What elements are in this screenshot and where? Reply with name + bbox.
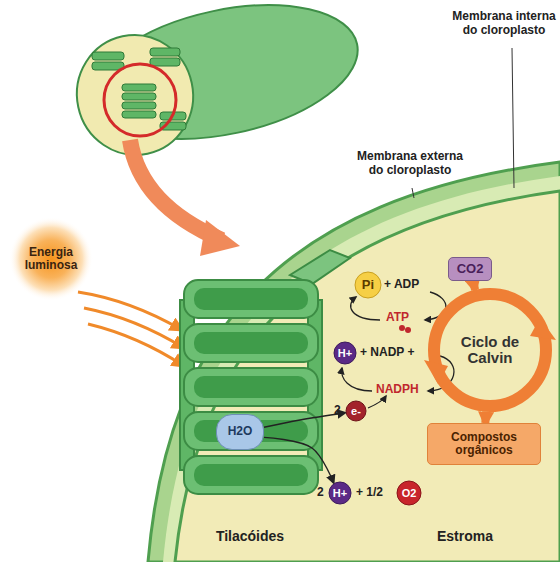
molecule-label: + NADP +: [360, 346, 440, 360]
node-outline: [329, 482, 351, 504]
atp-dots: [399, 325, 411, 333]
node-text: Ciclo de Calvin: [450, 334, 530, 367]
coefficient: 2: [334, 404, 346, 418]
molecule-box: CO2: [448, 257, 492, 281]
connector-arrow: [481, 412, 490, 423]
ring-arrow-head: [530, 318, 556, 340]
phosphate-circle: Pi: [354, 271, 382, 299]
light-source: Energia luminosa: [8, 216, 94, 302]
leader-line: [512, 48, 514, 188]
chloroplast-3d: [66, 0, 370, 166]
leader-line: [412, 188, 414, 198]
zoom-arrow-head: [200, 220, 240, 256]
electron-circle: e-: [345, 400, 367, 422]
cycle-label: Ciclo de Calvin: [428, 288, 552, 412]
proton-circle: H+: [328, 481, 352, 505]
node-text: e-: [351, 405, 361, 417]
region-name: Estroma: [420, 528, 510, 544]
connector-arrow: [264, 413, 345, 427]
node-text: Energia luminosa: [8, 246, 94, 272]
coefficient: + 1/2: [356, 486, 396, 500]
region-name: Tilacóides: [200, 528, 300, 544]
proton-circle: H+: [333, 341, 357, 365]
intermembrane-space: [163, 176, 560, 562]
molecule-label: + ADP: [384, 278, 434, 292]
node-outline: [9, 217, 93, 301]
outer-membrane: [148, 162, 560, 562]
thylakoid-stack: [180, 250, 350, 494]
node-outline: [355, 272, 381, 298]
molecule-label: ATP: [386, 311, 426, 325]
node-text: Compostos orgânicos: [428, 431, 540, 457]
node-text: H+: [333, 487, 347, 499]
calvin-ring: [434, 294, 546, 406]
node-outline: [429, 289, 551, 411]
part-name: Membrana externa do cloroplasto: [352, 150, 468, 178]
node-outline: [334, 342, 356, 364]
connector-arrow: [264, 437, 334, 482]
node-text: H2O: [228, 425, 253, 438]
ring-arrow-head: [424, 360, 448, 384]
product-box: Compostos orgânicos: [427, 423, 541, 465]
part-name: Membrana interna do cloroplasto: [452, 10, 556, 38]
node-text: O2: [402, 487, 417, 499]
molecule-label: NADPH: [376, 383, 436, 397]
light-rays: [78, 292, 184, 366]
node-text: CO2: [457, 262, 484, 276]
node-outline: [346, 401, 366, 421]
node-text: H+: [338, 347, 352, 359]
oxygen-circle: O2: [396, 480, 422, 506]
inner-membrane: [175, 191, 560, 562]
node-outline: [397, 481, 421, 505]
water-blob: H2O: [216, 414, 264, 450]
coefficient: 2: [317, 486, 329, 500]
connector-arrow: [473, 281, 475, 290]
node-text: Pi: [362, 278, 374, 292]
